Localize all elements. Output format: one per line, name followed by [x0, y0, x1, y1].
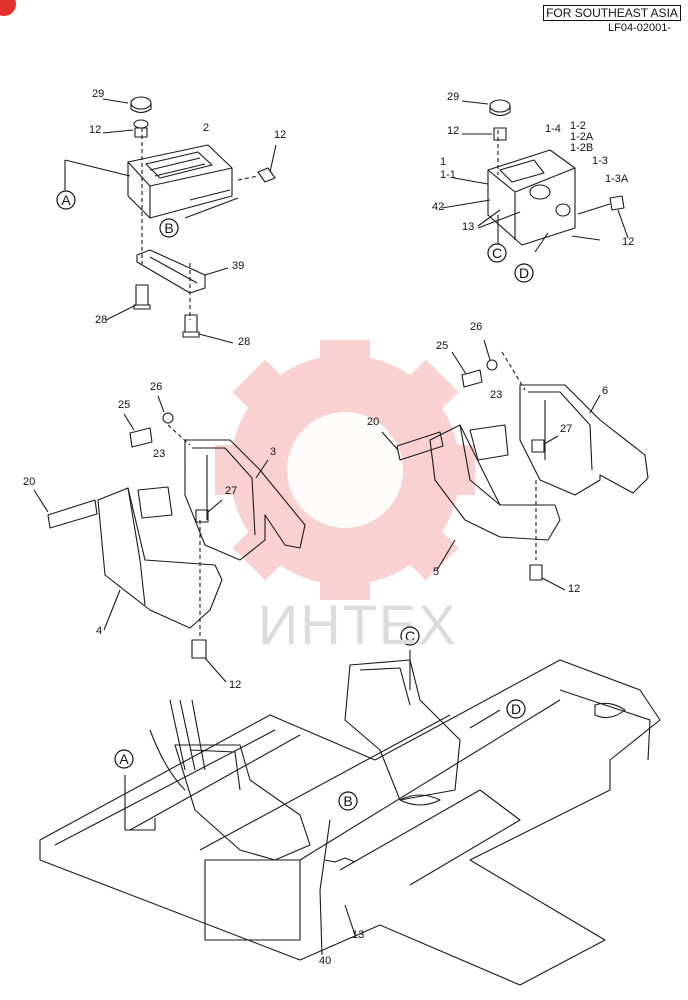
- corner-marker: [0, 0, 16, 16]
- callout-c27a: 27: [560, 423, 572, 435]
- callout-c20a: 20: [367, 416, 379, 428]
- callout-c23a: 23: [490, 389, 502, 401]
- bolt-29-right: [461, 99, 511, 141]
- circle-label-C1: C: [487, 243, 507, 263]
- svg-text:A: A: [61, 192, 71, 208]
- part-3-cover: [184, 439, 306, 561]
- callout-c1-4: 1-4: [545, 123, 561, 135]
- callout-c28b: 28: [238, 336, 250, 348]
- part-5-cover: [429, 424, 561, 571]
- callout-c26a: 26: [470, 321, 482, 333]
- callout-c1-2B: 1-2B: [570, 142, 593, 154]
- callout-c3: 3: [270, 446, 276, 458]
- callout-c12a: 12: [89, 124, 101, 136]
- circle-label-B2: B: [338, 791, 358, 811]
- callout-c12e: 12: [568, 583, 580, 595]
- callout-c26b: 26: [150, 381, 162, 393]
- callout-c29b: 29: [447, 91, 459, 103]
- callout-c20b: 20: [23, 476, 35, 488]
- part-39-bracket: [136, 249, 229, 320]
- part-2-cover: [64, 128, 239, 264]
- circle-label-A2: A: [114, 749, 134, 769]
- svg-text:C: C: [492, 245, 502, 261]
- callout-c1-2A: 1-2A: [570, 131, 594, 143]
- callout-c42: 42: [432, 201, 444, 213]
- circle-label-A1: A: [56, 190, 76, 210]
- callout-c6: 6: [602, 385, 608, 397]
- callout-c1-1: 1-1: [440, 169, 456, 181]
- bolt-28-right: [182, 314, 234, 344]
- bolt-29-left: [102, 96, 152, 138]
- chassis-frame: [39, 650, 661, 986]
- callout-c40: 40: [319, 955, 331, 967]
- bolt-12-right: [237, 144, 277, 183]
- callout-c4: 4: [96, 625, 102, 637]
- callout-c12d: 12: [622, 236, 634, 248]
- callout-c12f: 12: [229, 679, 241, 691]
- svg-text:A: A: [119, 751, 129, 767]
- circle-label-C2: C: [400, 626, 420, 646]
- watermark-gear-inner: [287, 412, 403, 528]
- watermark-text: ИНТЕХ: [258, 593, 458, 656]
- callout-c1-2: 1-2: [570, 120, 586, 132]
- callout-c28a: 28: [95, 314, 107, 326]
- part-1-assembly: [441, 130, 601, 253]
- part-23-left-pad: [137, 486, 173, 519]
- callout-c1-3A: 1-3A: [605, 173, 629, 185]
- circle-label-B1: B: [159, 218, 179, 238]
- circle-label-D2: D: [506, 699, 526, 719]
- callout-c1: 1: [440, 156, 446, 168]
- callout-c23b: 23: [153, 448, 165, 460]
- circle-reference-labels: A B C D C D A B: [56, 190, 534, 811]
- callout-c13b: 13: [352, 929, 364, 941]
- callout-c2: 2: [203, 122, 209, 134]
- svg-text:B: B: [343, 793, 352, 809]
- circle-label-D1: D: [514, 263, 534, 283]
- callout-labels: 29 12 2 12 39 28 28 29 12 1-4 1-21-2A1-2B1-3 11-1 1-…: [23, 88, 634, 967]
- bolt-28-left: [105, 284, 151, 321]
- svg-text:B: B: [164, 220, 173, 236]
- callout-c29a: 29: [92, 88, 104, 100]
- svg-text:D: D: [519, 265, 529, 281]
- callout-c25a: 25: [436, 340, 448, 352]
- bolt-12-assembly: [577, 195, 629, 239]
- bolts-left-group: [33, 395, 227, 683]
- part-4-cover: [97, 487, 223, 631]
- callout-c5: 5: [433, 566, 439, 578]
- bolts-right-group: [381, 339, 566, 591]
- callout-c13a: 13: [462, 221, 474, 233]
- part-6-cover: [519, 384, 649, 496]
- callout-c12c: 12: [447, 125, 459, 137]
- diagram-code: LF04-02001-: [608, 22, 671, 34]
- region-label: FOR SOUTHEAST ASIA: [543, 5, 681, 21]
- callout-c25b: 25: [118, 399, 130, 411]
- callout-c1-3: 1-3: [592, 155, 608, 167]
- svg-text:D: D: [511, 701, 521, 717]
- callout-c39: 39: [232, 260, 244, 272]
- callout-c12b: 12: [274, 129, 286, 141]
- part-23-right-pad: [469, 424, 509, 461]
- callout-c27b: 27: [225, 485, 237, 497]
- svg-text:C: C: [405, 628, 415, 644]
